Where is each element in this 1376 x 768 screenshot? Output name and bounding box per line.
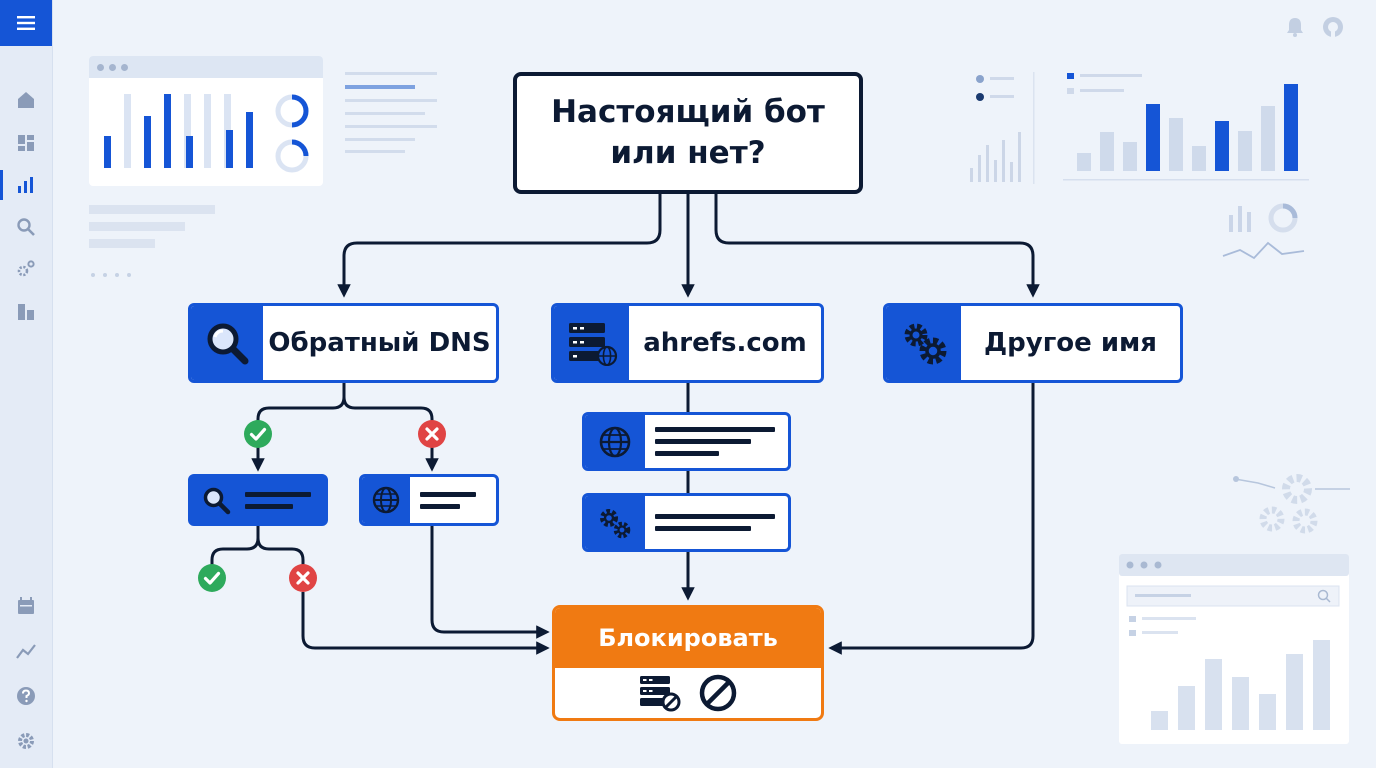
settings-icon[interactable] bbox=[16, 731, 36, 751]
search-subnode-lines bbox=[241, 477, 325, 523]
hamburger-icon bbox=[17, 16, 35, 30]
reverse-dns-node: Обратный DNS bbox=[188, 303, 499, 383]
server-blocked-icon bbox=[640, 676, 681, 712]
block-node: Блокировать bbox=[552, 605, 824, 721]
trend-icon[interactable] bbox=[16, 641, 36, 661]
search-icon[interactable] bbox=[16, 217, 36, 237]
search-subnode-icon-pane bbox=[191, 477, 241, 523]
github-icon[interactable] bbox=[1322, 16, 1344, 38]
globe-icon bbox=[599, 426, 631, 457]
globe-subnode-icon-pane bbox=[362, 477, 410, 523]
cross-badge-icon bbox=[418, 420, 446, 448]
ahrefs-node: ahrefs.com bbox=[551, 303, 824, 383]
question-node: Настоящий бот или нет? bbox=[513, 72, 863, 194]
cross-badge-icon bbox=[289, 564, 317, 592]
card-titlebar bbox=[89, 56, 323, 78]
ahrefs-globe-lines bbox=[645, 415, 788, 468]
other-name-label: Другое имя bbox=[983, 328, 1157, 358]
ahrefs-globe-node bbox=[582, 412, 791, 471]
forward-dns-search-node bbox=[188, 474, 328, 526]
ahrefs-icon-pane bbox=[554, 306, 629, 380]
background-dashboard-card bbox=[89, 56, 323, 186]
block-icons bbox=[555, 668, 821, 718]
block-label: Блокировать bbox=[598, 624, 778, 652]
home-icon[interactable] bbox=[16, 90, 36, 110]
sidebar-active-indicator bbox=[0, 170, 3, 200]
question-text: Настоящий бот или нет? bbox=[551, 94, 825, 171]
card-bar-chart bbox=[104, 94, 309, 173]
magnifier-icon bbox=[207, 323, 249, 365]
dashboard-icon[interactable] bbox=[16, 133, 36, 153]
ahrefs-label: ahrefs.com bbox=[643, 328, 807, 358]
other-name-node: Другое имя bbox=[883, 303, 1183, 383]
bell-icon[interactable] bbox=[1284, 16, 1306, 38]
help-icon[interactable] bbox=[16, 686, 36, 706]
menu-button[interactable] bbox=[0, 0, 52, 46]
server-globe-icon bbox=[568, 323, 617, 366]
gears-icon[interactable] bbox=[16, 259, 36, 279]
block-header: Блокировать bbox=[555, 608, 821, 668]
ahrefs-gears-icon-pane bbox=[585, 496, 645, 549]
reverse-dns-icon-pane bbox=[191, 306, 263, 380]
gears-icon bbox=[600, 508, 631, 538]
bar-chart-icon[interactable] bbox=[16, 175, 36, 195]
check-badge-icon bbox=[198, 564, 226, 592]
globe-icon bbox=[372, 486, 400, 514]
calendar-icon[interactable] bbox=[16, 596, 36, 616]
reverse-dns-label: Обратный DNS bbox=[268, 328, 491, 358]
ahrefs-globe-icon-pane bbox=[585, 415, 645, 468]
magnifier-icon bbox=[203, 487, 231, 515]
globe-subnode-lines bbox=[410, 477, 496, 523]
prohibited-icon bbox=[699, 674, 737, 712]
globe-check-node bbox=[359, 474, 499, 526]
gears-icon bbox=[904, 323, 946, 365]
ahrefs-gears-lines bbox=[645, 496, 788, 549]
check-badge-icon bbox=[244, 420, 272, 448]
sidebar bbox=[0, 0, 53, 768]
report-icon[interactable] bbox=[16, 302, 36, 322]
other-name-icon-pane bbox=[886, 306, 961, 380]
ahrefs-gears-node bbox=[582, 493, 791, 552]
